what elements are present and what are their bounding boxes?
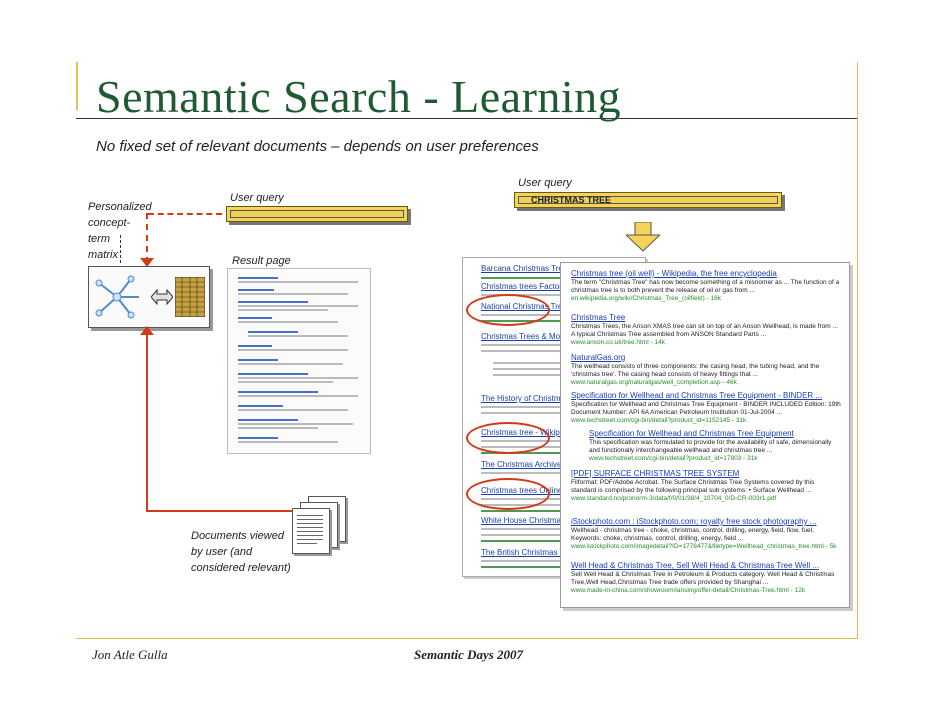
matrix-grid-icon	[175, 277, 205, 317]
front-result-snippet: This specification was formulated to pro…	[589, 439, 832, 454]
front-result-url: www.anson.co.uk/tree.html - 14k	[571, 339, 665, 346]
front-result: NaturalGas.org The wellhead consists of …	[571, 353, 841, 387]
front-result-title[interactable]: Specification for Wellhead and Christmas…	[571, 391, 823, 400]
front-result-title[interactable]: Specification for Wellhead and Christmas…	[589, 429, 794, 438]
relevance-ring	[466, 478, 550, 510]
footer-author: Jon Atle Gulla	[92, 647, 168, 662]
result-page-thumbnail	[227, 268, 371, 454]
front-result-snippet: Specification for Wellhead and Christmas…	[571, 401, 841, 416]
front-result-title[interactable]: iStockphoto.com : iStockphoto.com; royal…	[571, 517, 817, 526]
front-result: Specification for Wellhead and Christmas…	[571, 391, 841, 425]
relevance-ring	[466, 422, 550, 454]
front-result: Specification for Wellhead and Christmas…	[589, 429, 841, 463]
down-arrow-icon	[626, 222, 660, 252]
front-result-page: Christmas tree (oil well) - Wikipedia, t…	[560, 262, 850, 608]
frame-top-line	[76, 118, 858, 119]
front-result: Christmas tree (oil well) - Wikipedia, t…	[571, 269, 841, 303]
dashed-arrowhead-icon	[140, 258, 154, 267]
back-result-title[interactable]: The History of Christmas	[481, 394, 570, 403]
result-page-label: Result page	[232, 255, 291, 267]
user-query-label-right: User query	[518, 177, 572, 189]
stacked-documents-icon	[292, 496, 352, 556]
dashed-arrow-vertical	[146, 213, 148, 263]
front-result-url: www.techstreet.com/cgi-bin/detail?produc…	[589, 455, 758, 462]
front-result-snippet: Christmas Trees, the Anson XMAS tree can…	[571, 323, 838, 338]
front-result-title[interactable]: NaturalGas.org	[571, 353, 626, 362]
front-result-snippet: Filformat: PDF/Adobe Acrobat. The Surfac…	[571, 479, 815, 494]
user-query-label-left: User query	[230, 192, 284, 204]
front-result: Well Head & Christmas Tree, Sell Well He…	[571, 561, 841, 595]
matrix-label: Personalized concept- term matrix	[88, 201, 152, 261]
front-result-title[interactable]: Well Head & Christmas Tree, Sell Well He…	[571, 561, 820, 570]
relevance-ring	[466, 294, 550, 326]
front-result: [PDF] SURFACE CHRISTMAS TREE SYSTEM Filf…	[571, 469, 841, 503]
front-result-title[interactable]: Christmas tree (oil well) - Wikipedia, t…	[571, 269, 777, 278]
matrix-label-dash	[120, 235, 121, 263]
footer-event: Semantic Days 2007	[414, 647, 524, 662]
back-result-title[interactable]: White House Christmas	[481, 516, 566, 525]
back-result-title[interactable]: The British Christmas Tree	[481, 548, 576, 557]
front-result-url: en.wikipedia.org/wiki/Christmas_Tree_(oi…	[571, 295, 722, 302]
front-result-title[interactable]: [PDF] SURFACE CHRISTMAS TREE SYSTEM	[571, 469, 740, 478]
back-result-title[interactable]: Barcana Christmas Trees	[481, 264, 572, 273]
back-result-title[interactable]: The Christmas Archive	[481, 460, 562, 469]
frame-right-line	[857, 62, 858, 638]
user-query-box-right: CHRISTMAS TREE	[514, 192, 782, 208]
query-text: CHRISTMAS TREE	[531, 195, 612, 205]
front-result-url: www.techstreet.com/cgi-bin/detail?produc…	[571, 417, 747, 424]
front-result-url: www.naturalgas.org/naturalgas/well_compl…	[571, 379, 737, 386]
front-result-title[interactable]: Christmas Tree	[571, 313, 626, 322]
frame-bottom-line	[76, 638, 858, 639]
front-result-snippet: Wellhead - christmas tree - choke, chris…	[571, 527, 814, 542]
concept-matrix-box	[88, 266, 210, 328]
bidirectional-arrow-icon	[151, 289, 173, 305]
concept-graph-icon	[95, 275, 139, 319]
front-result-snippet: Sell Well Head & Christmas Tree in Petro…	[571, 571, 835, 586]
front-result-snippet: The wellhead consists of three component…	[571, 363, 820, 378]
slide-title: Semantic Search - Learning	[96, 71, 622, 122]
frame-left-line	[76, 62, 78, 110]
documents-viewed-label: Documents viewed by user (and considered…	[191, 530, 291, 574]
front-result: iStockphoto.com : iStockphoto.com; royal…	[571, 517, 841, 551]
feedback-arrow-horizontal	[146, 510, 294, 512]
feedback-arrow-vertical	[146, 330, 148, 512]
front-result-url: www.istockphoto.com/imagedetail?ID=17784…	[571, 543, 837, 550]
back-result-title[interactable]: Christmas trees Factory	[481, 282, 566, 291]
feedback-arrowhead-up-icon	[140, 326, 154, 335]
front-result: Christmas Tree Christmas Trees, the Anso…	[571, 313, 841, 347]
front-result-url: www.made-in-china.com/showroom/lansing/o…	[571, 587, 806, 594]
front-result-snippet: The term "Christmas Tree" has now become…	[571, 279, 840, 294]
back-result-title[interactable]: Christmas Trees & More	[481, 332, 568, 341]
slide-subtitle: No fixed set of relevant documents – dep…	[96, 138, 539, 155]
user-query-box-left	[226, 206, 408, 222]
front-result-url: www.standard.no/pronorm-3/data/f/0/01/38…	[571, 495, 777, 502]
dashed-arrow-query-to-matrix	[148, 213, 222, 215]
